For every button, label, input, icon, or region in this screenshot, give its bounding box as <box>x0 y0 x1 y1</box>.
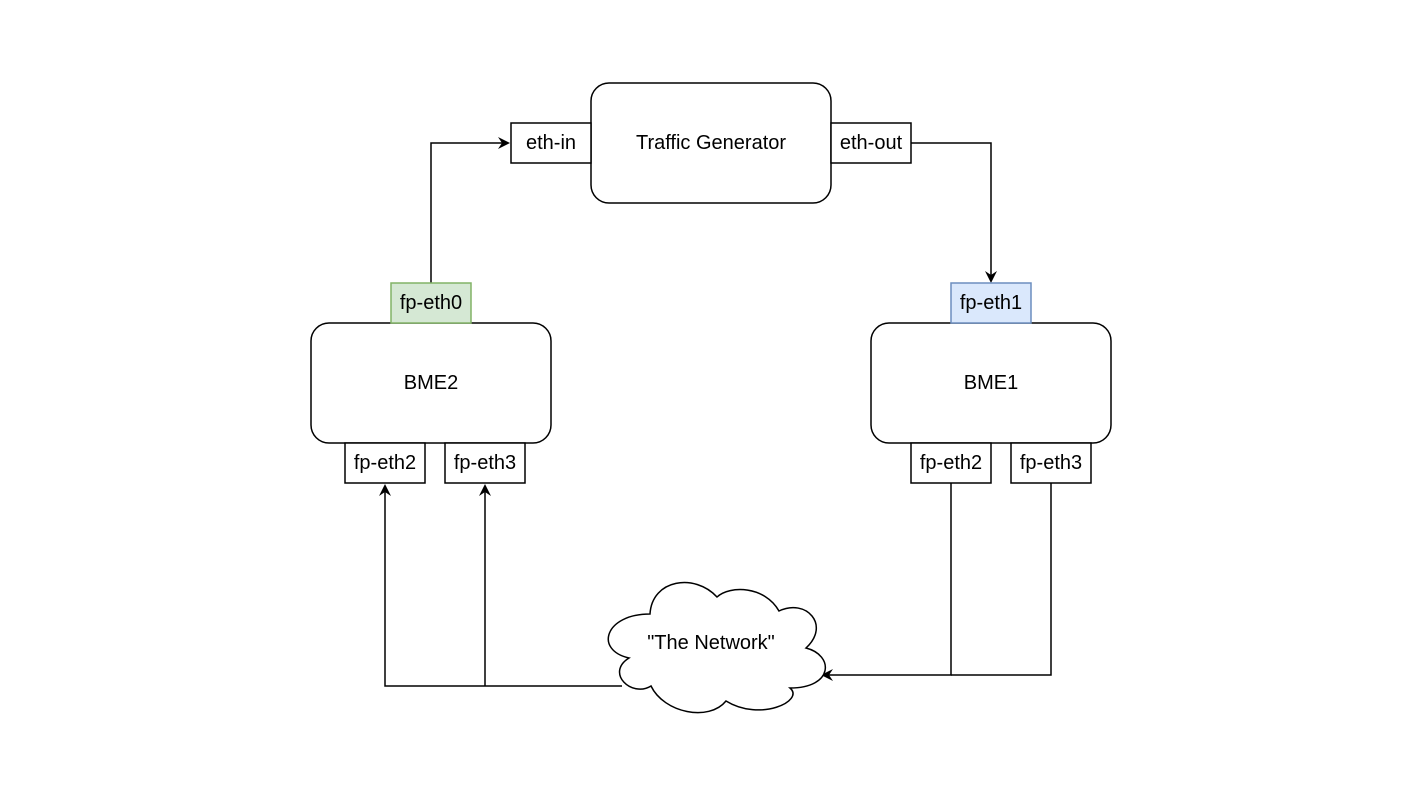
bme2-node[interactable]: BME2 <box>310 322 552 444</box>
bme1-label: BME1 <box>964 372 1018 394</box>
bme1-port-fp-eth3[interactable]: fp-eth3 <box>1010 442 1092 484</box>
bme1-node[interactable]: BME1 <box>870 322 1112 444</box>
svg-text:eth-in: eth-in <box>526 132 576 154</box>
edge-bme2-to-tg <box>430 137 510 283</box>
port-eth-out[interactable]: eth-out <box>830 122 912 164</box>
cloud-icon <box>607 581 827 714</box>
traffic-generator-label: Traffic Generator <box>636 132 786 154</box>
svg-text:fp-eth1: fp-eth1 <box>960 292 1022 314</box>
bme1-port-fp-eth2[interactable]: fp-eth2 <box>910 442 992 484</box>
port-eth-in[interactable]: eth-in <box>510 122 592 164</box>
bme2-port-fp-eth0[interactable]: fp-eth0 <box>390 282 472 324</box>
svg-text:fp-eth3: fp-eth3 <box>454 452 516 474</box>
network-label: "The Network" <box>647 632 775 654</box>
bme1-port-fp-eth1[interactable]: fp-eth1 <box>950 282 1032 324</box>
network-cloud[interactable]: "The Network" <box>607 581 827 714</box>
edge-bme1-p3-to-network <box>951 483 1052 676</box>
edge-network-to-bme2-p2 <box>379 484 622 687</box>
edge-bme1-to-network <box>821 483 952 681</box>
svg-text:fp-eth2: fp-eth2 <box>920 452 982 474</box>
svg-text:eth-out: eth-out <box>840 132 903 154</box>
bme2-port-fp-eth3[interactable]: fp-eth3 <box>444 442 526 484</box>
bme2-port-fp-eth2[interactable]: fp-eth2 <box>344 442 426 484</box>
svg-text:fp-eth0: fp-eth0 <box>400 292 462 314</box>
svg-text:fp-eth3: fp-eth3 <box>1020 452 1082 474</box>
traffic-generator-node[interactable]: Traffic Generator <box>590 82 832 204</box>
edge-tg-to-bme1 <box>911 142 997 283</box>
bme2-label: BME2 <box>404 372 458 394</box>
svg-text:fp-eth2: fp-eth2 <box>354 452 416 474</box>
